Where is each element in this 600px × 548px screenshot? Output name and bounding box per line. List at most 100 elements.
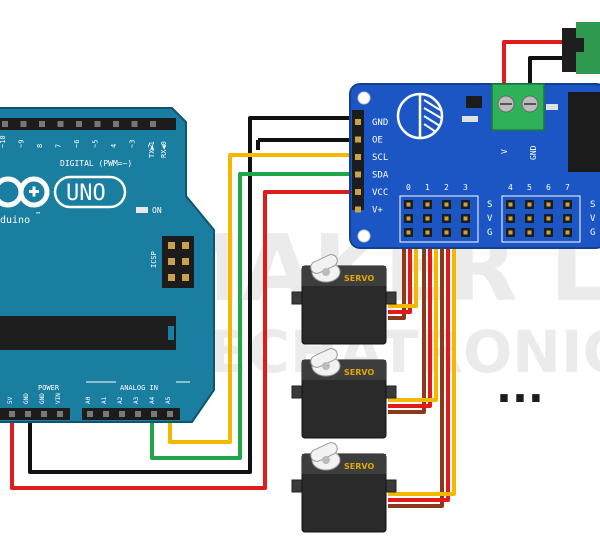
driver-logo: [396, 92, 444, 140]
servo-motor: SERVO: [291, 348, 397, 439]
analog-pin-label: A0: [85, 396, 92, 404]
svg-row-label: S: [487, 200, 492, 210]
analog-pin-label: A5: [165, 396, 172, 404]
dc-power-jack: [562, 22, 600, 74]
arduino-top-pin: [94, 121, 101, 127]
analog-pin: [119, 411, 125, 417]
channel-number: 2: [444, 183, 449, 192]
driver-pin: [355, 136, 361, 143]
wire-psu-red: [502, 40, 568, 92]
uno-badge: [53, 175, 127, 209]
driver-pin: [355, 189, 361, 195]
arduino-top-pin: [76, 121, 82, 127]
power-pin-label: GND: [23, 393, 30, 404]
on-led: [136, 207, 148, 213]
power-pin: [57, 411, 63, 417]
arduino-top-pin-label: 4: [110, 144, 118, 148]
driver-pin-label: SCL: [372, 153, 388, 163]
power-pin-label: 5V: [7, 396, 14, 404]
atmega-chip: [0, 316, 176, 350]
channel-number: 7: [565, 183, 570, 192]
power-header: [0, 408, 70, 420]
arduino-top-pin: [2, 121, 8, 127]
channel-number: 6: [546, 183, 551, 192]
power-label: POWER: [38, 384, 60, 392]
driver-pin: [355, 154, 361, 160]
servos: SERVO SERVO SERVO: [291, 254, 397, 533]
on-label: ON: [152, 206, 162, 215]
terminal-gnd-label: GND: [529, 145, 538, 160]
channel-number: 3: [463, 183, 468, 192]
driver-pin-label: VCC: [372, 188, 388, 198]
wire-a4-sda: [150, 172, 360, 460]
wire-servo2-brown: [388, 200, 426, 414]
icsp-label: ICSP: [150, 251, 158, 268]
icsp-header: [162, 236, 194, 288]
servo-motor: SERVO: [291, 442, 397, 533]
svg-row-label: G: [590, 228, 595, 238]
driver-pin: [355, 206, 361, 213]
icsp-pin: [182, 242, 189, 249]
tm-text: ™: [36, 211, 40, 219]
wires: [10, 40, 568, 508]
wire-servo3-yellow: [388, 200, 456, 496]
driver-pin-label: GND: [372, 118, 388, 128]
power-pin: [41, 411, 47, 417]
wire-servo2-red: [388, 200, 432, 408]
power-pin-label: GND: [39, 393, 46, 404]
svg-row-label: S: [590, 200, 595, 210]
arduino-top-pin-label: 7: [55, 144, 63, 148]
digital-label: DIGITAL (PWM=~): [60, 159, 132, 168]
servo-label: SERVO: [344, 462, 374, 471]
channel-number: 1: [425, 183, 430, 192]
driver-pin: [355, 171, 361, 178]
driver-pcb: [349, 83, 600, 249]
wire-servo2-yellow: [388, 200, 438, 402]
channel-number: 5: [527, 183, 532, 192]
arduino-top-pin: [57, 121, 64, 127]
icsp-pin: [168, 274, 175, 281]
terminal-v-label: V: [500, 149, 509, 154]
arduino-top-pin: [113, 121, 119, 127]
servo-label: SERVO: [344, 274, 374, 283]
arduino-top-pin: [20, 121, 27, 127]
analog-pin-label: A2: [117, 396, 124, 404]
svg-row-label: V: [487, 214, 493, 224]
arduino-top-pin-label: ~10: [0, 135, 7, 148]
rx-label: RX◀0: [160, 141, 168, 158]
icsp-pin: [168, 242, 175, 249]
analog-pin: [135, 411, 141, 417]
wire-servo3-brown: [388, 200, 444, 508]
analog-pin-label: A1: [101, 396, 108, 404]
servo-motor: SERVO: [291, 254, 397, 345]
analog-pin: [103, 411, 109, 417]
arduino-top-pin: [39, 121, 45, 127]
wire-servo3-red: [388, 200, 450, 502]
power-pin: [25, 411, 31, 417]
pca9685-chip: [568, 92, 600, 172]
power-pin-label: VIN: [55, 393, 62, 404]
servo-label: SERVO: [344, 368, 374, 377]
arduino-top-pin-label: 2: [147, 144, 155, 148]
icsp-pin: [168, 258, 175, 265]
power-pin: [9, 411, 15, 417]
svg-row-label: V: [590, 214, 596, 224]
arduino-top-pin: [131, 121, 138, 127]
more-channels-ellipsis: ...: [496, 363, 544, 412]
tx-label: TX▶1: [148, 141, 156, 158]
analog-in-label: ANALOG IN: [120, 384, 158, 392]
analog-pin: [87, 411, 93, 417]
channel-number: 4: [508, 183, 513, 192]
arduino-top-pin-label: 8: [36, 144, 44, 148]
arduino-top-pin: [150, 121, 156, 127]
arduino-top-pin-label: ~9: [18, 140, 26, 148]
brand-text: duino: [0, 215, 30, 226]
icsp-pin: [182, 274, 189, 281]
svg-row-label: G: [487, 228, 492, 238]
